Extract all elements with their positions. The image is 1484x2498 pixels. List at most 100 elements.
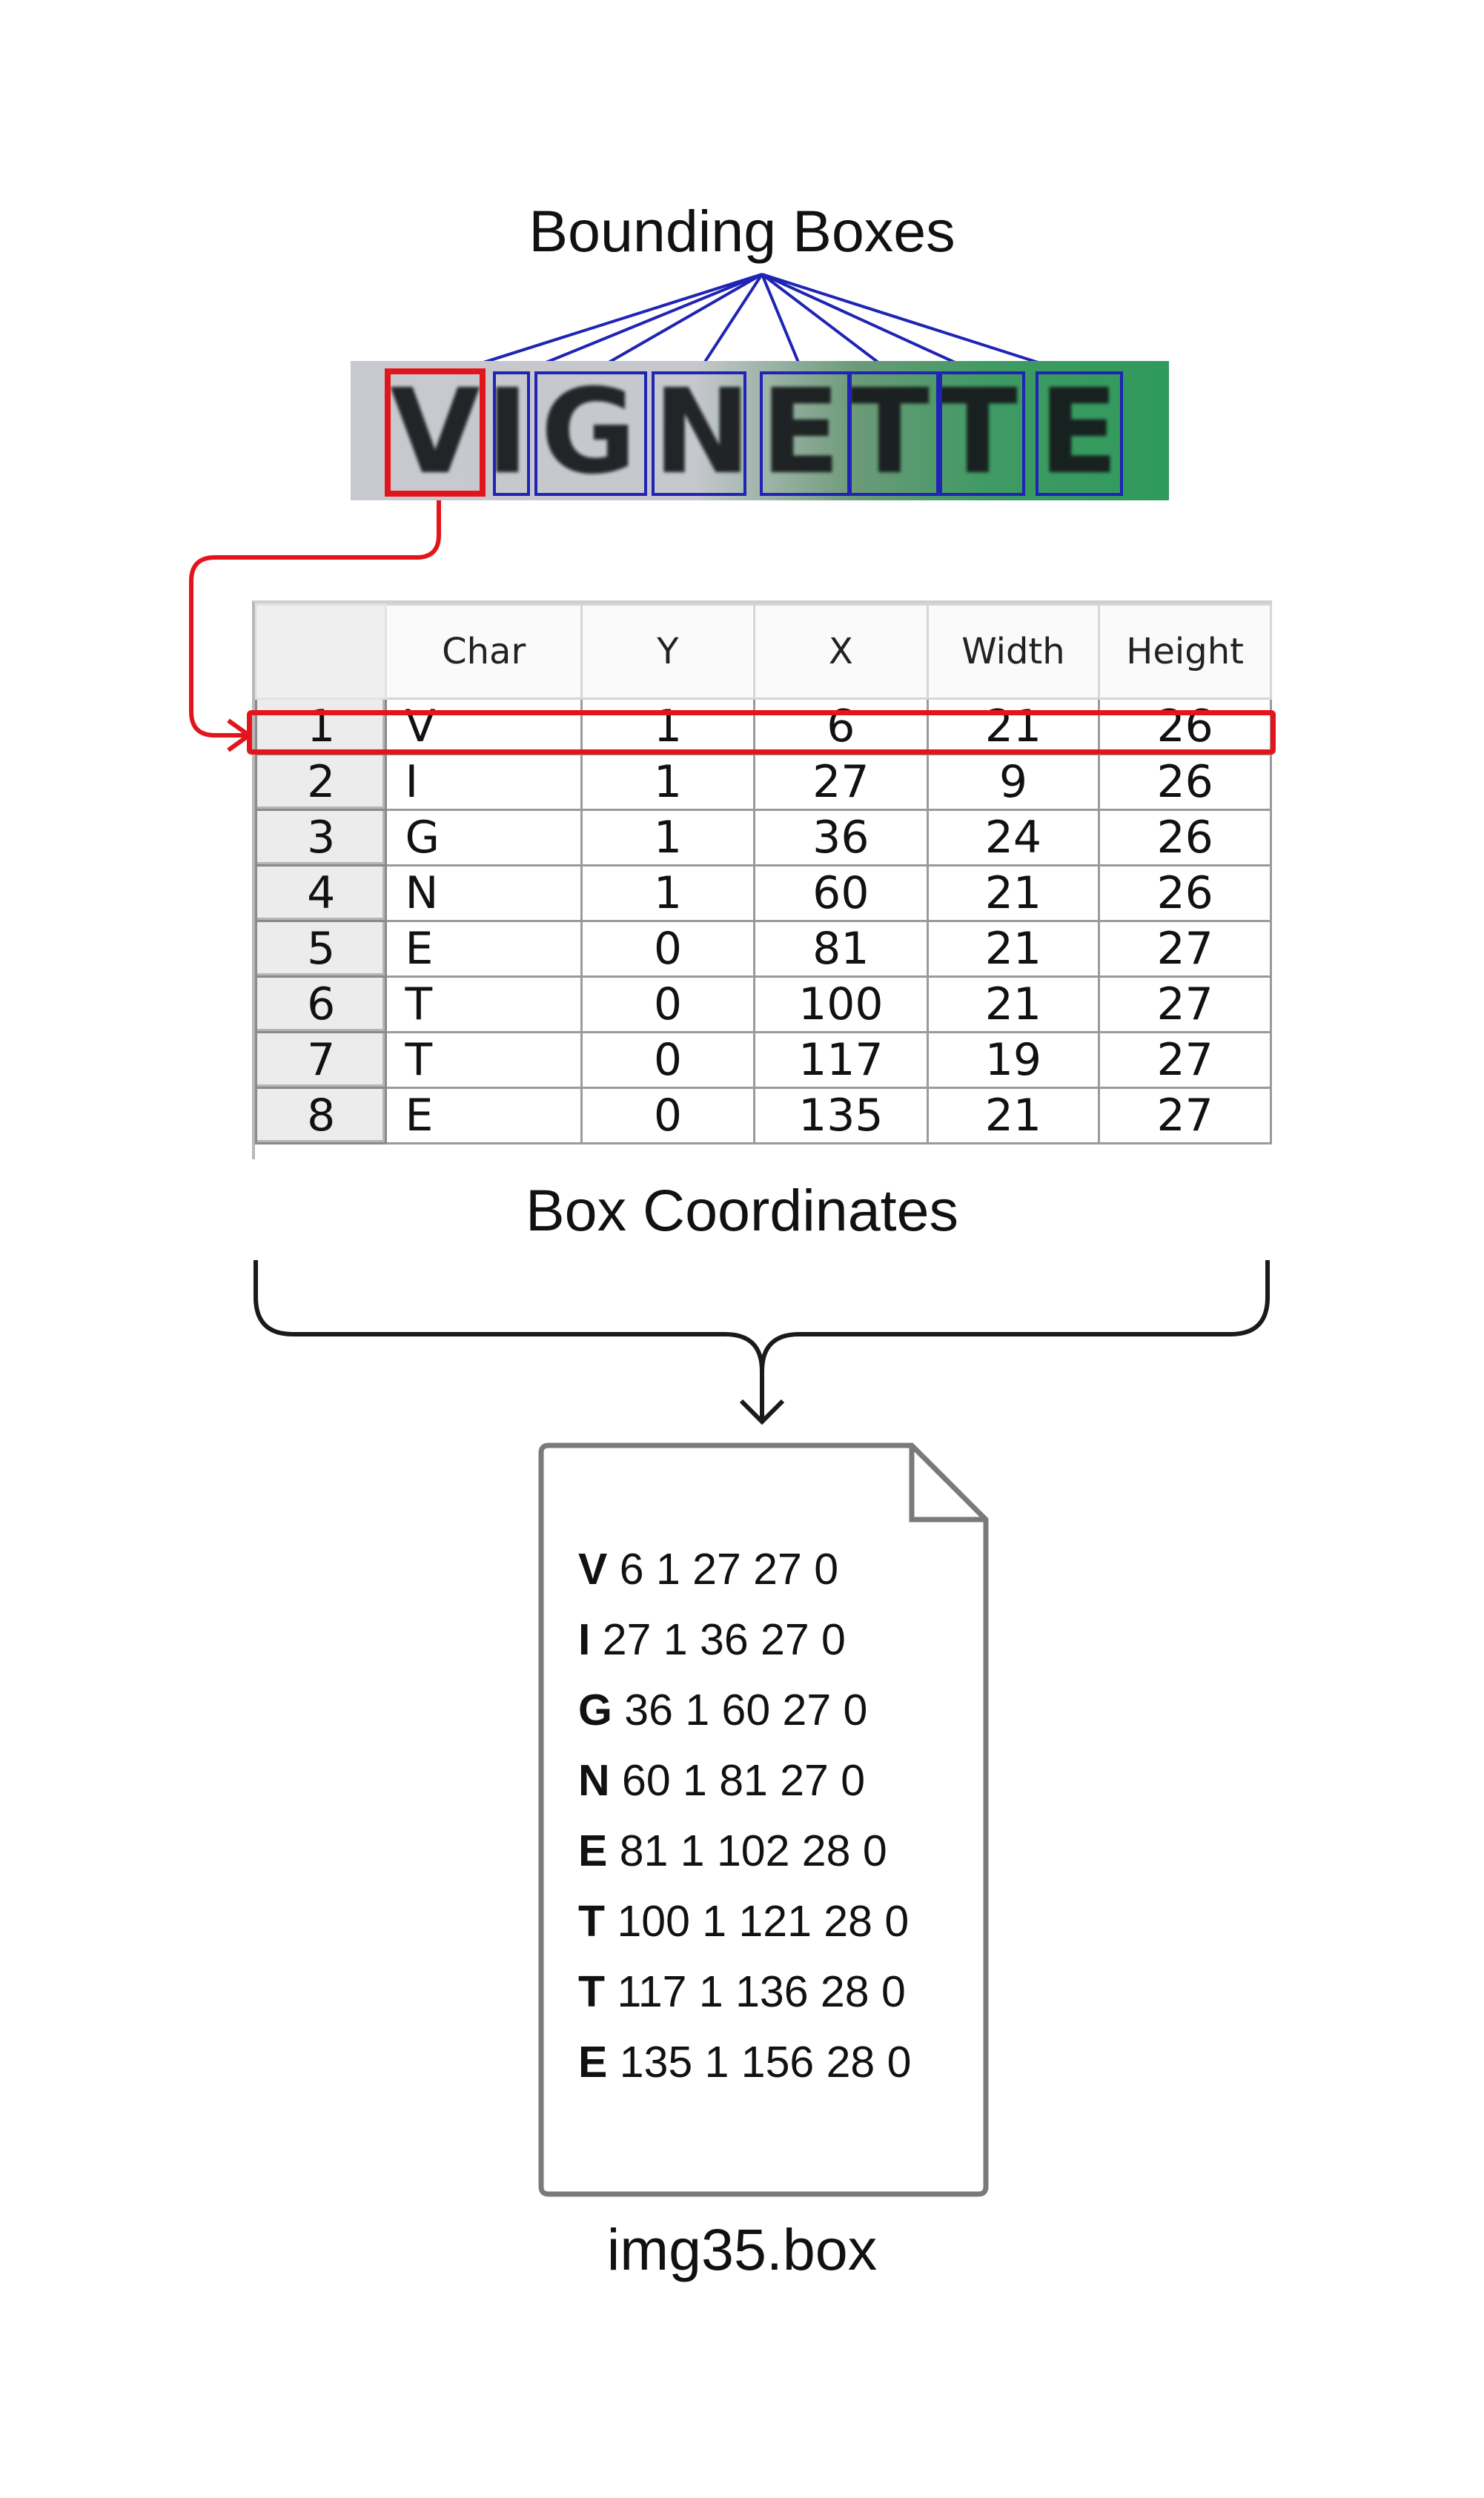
brace [254, 1260, 1270, 1419]
corner-cell [255, 603, 388, 700]
box-file-line: N 60 1 81 27 0 [578, 1756, 866, 1805]
glyph-g: G [540, 364, 637, 500]
cell-char[interactable]: T [385, 975, 583, 1033]
bounding-box-n [652, 371, 746, 496]
glyph-t: T [938, 364, 1018, 500]
cell-y[interactable]: 1 [580, 809, 756, 867]
cell-x[interactable]: 60 [753, 864, 929, 922]
cell-x[interactable]: 100 [753, 975, 929, 1033]
cell-char[interactable]: T [385, 1031, 583, 1089]
box-file-line: V 6 1 27 27 0 [578, 1545, 839, 1594]
cell-height[interactable]: 26 [1098, 864, 1272, 922]
brace-arrowhead [739, 1399, 785, 1425]
row-number[interactable]: 3 [255, 809, 388, 867]
table-row[interactable]: 6 T 0 100 21 27 [255, 975, 1272, 1033]
glyph-n: N [653, 364, 752, 500]
title-to-box-lines [438, 273, 1083, 378]
cell-y[interactable]: 0 [580, 920, 756, 978]
table-row[interactable]: 5 E 0 81 21 27 [255, 920, 1272, 978]
bounding-box-i [493, 371, 530, 496]
cell-char[interactable]: I [385, 753, 583, 811]
box-file-line: I 27 1 36 27 0 [578, 1615, 846, 1664]
cell-height[interactable]: 27 [1098, 975, 1272, 1033]
cell-x[interactable]: 36 [753, 809, 929, 867]
table-row[interactable]: 1 V 1 6 21 26 [255, 698, 1272, 755]
cell-y[interactable]: 0 [580, 1031, 756, 1089]
box-file-line: T 100 1 121 28 0 [578, 1897, 910, 1946]
glyph-e: E [1039, 364, 1119, 500]
glyph-v: V [389, 364, 481, 500]
cell-char[interactable]: E [385, 1087, 583, 1144]
coordinates-table: Char Y X Width Height 1 V 1 6 21 26 2 I … [255, 603, 1272, 1144]
row-number[interactable]: 8 [255, 1087, 388, 1144]
cell-char[interactable]: E [385, 920, 583, 978]
box-file-contents: V 6 1 27 27 0 I 27 1 36 27 0 G 36 1 60 2… [578, 1534, 993, 2098]
cell-x[interactable]: 81 [753, 920, 929, 978]
box-coordinates-title: Box Coordinates [525, 1177, 959, 1243]
cell-char[interactable]: N [385, 864, 583, 922]
box-file-name: img35.box [606, 2216, 878, 2282]
cell-height[interactable]: 27 [1098, 1087, 1272, 1144]
cell-x[interactable]: 6 [753, 698, 929, 755]
cell-x[interactable]: 135 [753, 1087, 929, 1144]
table-row[interactable]: 2 I 1 27 9 26 [255, 753, 1272, 811]
cell-height[interactable]: 27 [1098, 1031, 1272, 1089]
bounding-box-t [849, 371, 939, 496]
row-number[interactable]: 7 [255, 1031, 388, 1089]
column-header-char[interactable]: Char [385, 603, 583, 700]
cell-char[interactable]: V [385, 698, 583, 755]
column-header-x[interactable]: X [753, 603, 929, 700]
cell-width[interactable]: 21 [926, 698, 1101, 755]
box-file-line: E 81 1 102 28 0 [578, 1826, 887, 1875]
box-file-line: E 135 1 156 28 0 [578, 2038, 912, 2087]
table-row[interactable]: 3 G 1 36 24 26 [255, 809, 1272, 867]
box-coordinates-grid: Char Y X Width Height 1 V 1 6 21 26 2 I … [252, 600, 1272, 1159]
glyph-t: T [849, 364, 930, 500]
bounding-box-e [760, 371, 850, 496]
cell-x[interactable]: 117 [753, 1031, 929, 1089]
cell-y[interactable]: 0 [580, 975, 756, 1033]
cell-width[interactable]: 21 [926, 864, 1101, 922]
word-image: V I G N E T T E [351, 361, 1169, 500]
row-number[interactable]: 4 [255, 864, 388, 922]
cell-width[interactable]: 19 [926, 1031, 1101, 1089]
selection-arrow [189, 498, 441, 738]
cell-y[interactable]: 0 [580, 1087, 756, 1144]
bounding-box-g [534, 371, 647, 496]
cell-width[interactable]: 9 [926, 753, 1101, 811]
table-row[interactable]: 4 N 1 60 21 26 [255, 864, 1272, 922]
table-row[interactable]: 8 E 0 135 21 27 [255, 1087, 1272, 1144]
column-header-width[interactable]: Width [926, 603, 1101, 700]
row-number[interactable]: 6 [255, 975, 388, 1033]
row-number[interactable]: 5 [255, 920, 388, 978]
selected-row-highlight [247, 710, 1276, 755]
cell-width[interactable]: 21 [926, 975, 1101, 1033]
cell-y[interactable]: 1 [580, 864, 756, 922]
column-header-height[interactable]: Height [1098, 603, 1272, 700]
cell-width[interactable]: 21 [926, 920, 1101, 978]
table-row[interactable]: 7 T 0 117 19 27 [255, 1031, 1272, 1089]
column-header-y[interactable]: Y [580, 603, 756, 700]
row-number[interactable]: 2 [255, 753, 388, 811]
bounding-box-t [939, 371, 1025, 496]
table-header-row: Char Y X Width Height [255, 603, 1272, 700]
document-icon [538, 1442, 989, 2197]
cell-height[interactable]: 27 [1098, 920, 1272, 978]
glyph-i: I [486, 364, 529, 500]
cell-char[interactable]: G [385, 809, 583, 867]
cell-width[interactable]: 21 [926, 1087, 1101, 1144]
cell-height[interactable]: 26 [1098, 753, 1272, 811]
cell-height[interactable]: 26 [1098, 698, 1272, 755]
bounding-box-v [385, 368, 486, 497]
cell-width[interactable]: 24 [926, 809, 1101, 867]
box-file-line: G 36 1 60 27 0 [578, 1686, 868, 1735]
cell-y[interactable]: 1 [580, 753, 756, 811]
box-file-line: T 117 1 136 28 0 [578, 1967, 906, 2016]
bounding-box-e [1036, 371, 1123, 496]
document-fold [909, 1445, 986, 1523]
glyph-e: E [761, 364, 841, 500]
row-number[interactable]: 1 [255, 698, 388, 755]
cell-height[interactable]: 26 [1098, 809, 1272, 867]
cell-x[interactable]: 27 [753, 753, 929, 811]
